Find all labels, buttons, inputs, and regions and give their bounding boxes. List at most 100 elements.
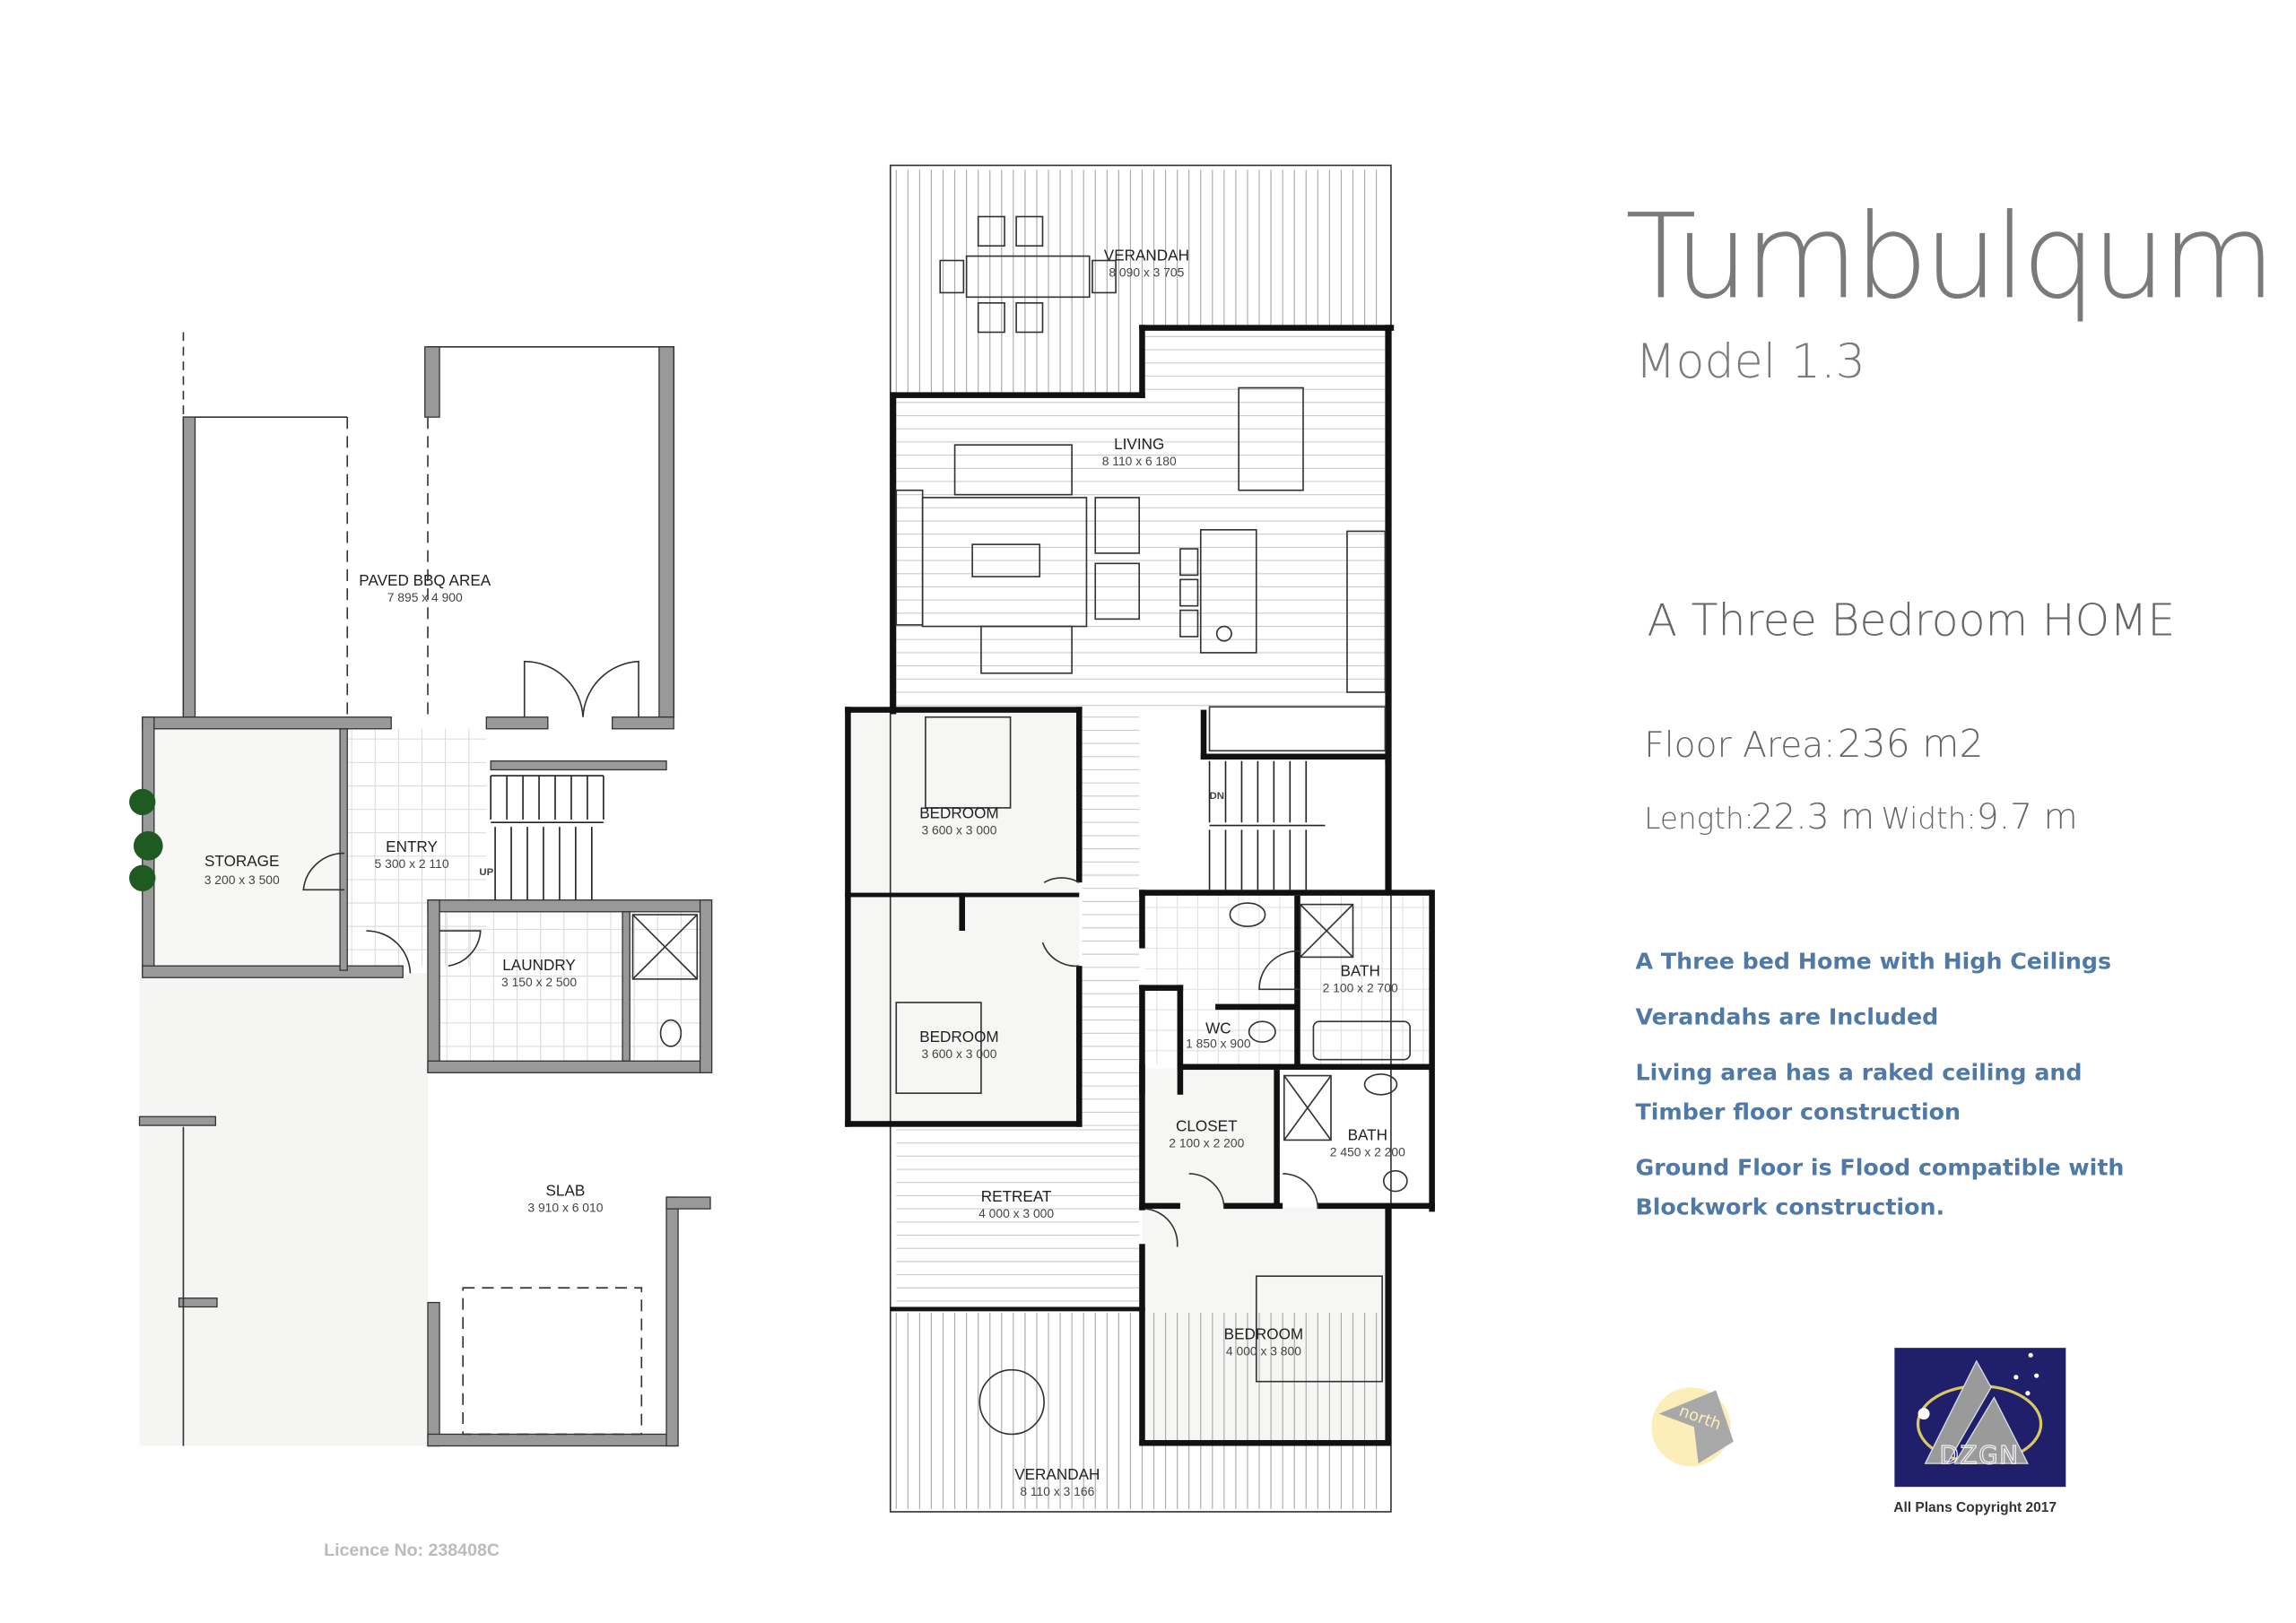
dzgn-logo: DZGN [1894,1348,2066,1488]
closet-floor [1142,1068,1277,1208]
entry-door-icon [366,930,412,974]
title-block: Tumbulqum Model 1.3 A Three Bedroom HOME… [1625,188,2275,838]
shower-icon [1283,1074,1332,1141]
room-dims: 3 150 x 2 500 [501,975,577,989]
room-label: ENTRY [386,838,438,855]
tv-unit-icon [895,489,924,626]
storage-door-icon [302,852,344,891]
licence-number: Licence No: 238408C [324,1541,500,1560]
toilet-icon [1248,1020,1276,1043]
bbq-beam-lines [346,417,429,717]
car-space-outline [462,1287,643,1436]
room-label: BEDROOM [919,803,999,821]
kitchen-island-icon [1199,529,1257,654]
floor-area-label: Floor Area: [1644,725,1835,766]
shower-icon [1299,903,1354,959]
plant-icon [129,788,163,891]
armchair-icon [1094,562,1141,621]
room-dims: 3 200 x 3 500 [204,872,280,887]
upper-floor-plan: DN [845,164,1435,1513]
length-value: 22.3 m [1751,797,1874,838]
room-dims: 2 100 x 2 200 [1169,1136,1244,1150]
entry-tile-grid [347,728,700,1062]
room-label: VERANDAH [1014,1465,1100,1483]
feature-item: A Three bed Home with High Ceilings [1635,948,2111,974]
verandah-dining-table-icon [965,255,1091,299]
room-label: STORAGE [204,852,279,870]
subtitle: A Three Bedroom HOME [1648,595,2176,646]
room-dims: 4 000 x 3 800 [1226,1343,1301,1358]
bed-icon [895,1002,982,1094]
room-label: LAUNDRY [502,956,576,974]
bbq-double-door-icon [523,660,639,717]
model-name: Tumbulqum [1625,188,2271,325]
master-bedroom-floor [1142,1207,1391,1442]
bed-icon [925,716,1012,809]
bath-door-icon [1258,950,1300,991]
room-label: WC [1205,1019,1231,1037]
ground-shower-cross-icon [631,914,698,980]
ground-paving [139,973,429,1446]
north-arrow-icon: north [1651,1387,1734,1467]
model-number: Model 1.3 [1635,335,1865,389]
furniture [895,215,1411,1436]
master-door-icon [1144,1208,1178,1247]
bathtub-icon [1312,1020,1411,1061]
width-value: 9.7 m [1977,797,2078,838]
stair-down-label: DN [1209,791,1223,802]
bed-icon [1255,1275,1383,1383]
floor-area-value: 236 m2 [1838,723,1984,767]
room-label: BATH [1348,1125,1387,1143]
room-label: BATH [1340,962,1379,980]
dining-table-icon [1238,386,1304,491]
storage-floor [142,716,344,974]
room-dims: 1 850 x 900 [1186,1037,1251,1051]
feature-item: Verandahs are Included [1635,1003,1938,1029]
sofa-icon [953,444,1073,496]
laundry-door-icon [439,930,482,967]
room-label: CLOSET [1176,1117,1238,1135]
room-label: PAVED BBQ AREA [359,571,491,589]
door-icon [1188,1173,1319,1210]
basin-icon [1229,902,1266,927]
room-dims: 3 600 x 3 000 [921,822,996,837]
room-label: BEDROOM [919,1028,999,1046]
toilet-icon [1382,1169,1408,1193]
room-label: BEDROOM [1224,1324,1304,1342]
logo-text: DZGN [1939,1440,2019,1470]
kitchen-bench-icon [1346,530,1387,693]
upper-stair-treads [1208,760,1326,890]
bedroom-door-icon [1041,877,1080,968]
ground-shower-icon [631,914,699,980]
room-label: SLAB [546,1181,586,1199]
room-dims: 8 110 x 6 180 [1102,454,1177,468]
width-label: Width: [1882,802,1977,836]
feature-item: Ground Floor is Flood compatible with [1635,1155,2124,1181]
room-dims: 5 300 x 2 110 [375,856,449,871]
round-table-icon [978,1368,1045,1436]
feature-item: Blockwork construction. [1635,1194,1944,1220]
room-dims: 3 600 x 3 000 [921,1046,996,1061]
coffee-table-icon [971,543,1041,577]
room-dims: 3 910 x 6 010 [527,1200,603,1214]
room-label: LIVING [1114,435,1164,453]
room-dims: 2 100 x 2 700 [1323,981,1398,995]
ground-floor-plan: UP PAVED BBQ AREA 7 895 x 4 900 STORAGE … [129,332,713,1447]
copyright-notice: All Plans Copyright 2017 [1893,1500,2057,1515]
length-label: Length: [1644,802,1753,836]
basin-icon [1363,1073,1398,1096]
feature-item: Timber floor construction [1635,1099,1961,1125]
ground-toilet-icon [659,1019,683,1047]
room-dims: 8 090 x 3 705 [1109,265,1184,279]
room-dims: 4 000 x 3 000 [978,1206,1054,1220]
feature-list: A Three bed Home with High Ceilings Vera… [1635,948,2124,1219]
bath-tile-grid [1144,895,1430,1064]
room-label: RETREAT [981,1187,1052,1205]
upper-walls [845,325,1435,1446]
feature-item: Living area has a raked ceiling and [1635,1059,2082,1085]
ground-stair-treads [490,775,604,900]
room-dims: 8 110 x 3 166 [1020,1484,1094,1498]
armchair-icon [1094,497,1141,554]
room-label: VERANDAH [1104,247,1189,265]
